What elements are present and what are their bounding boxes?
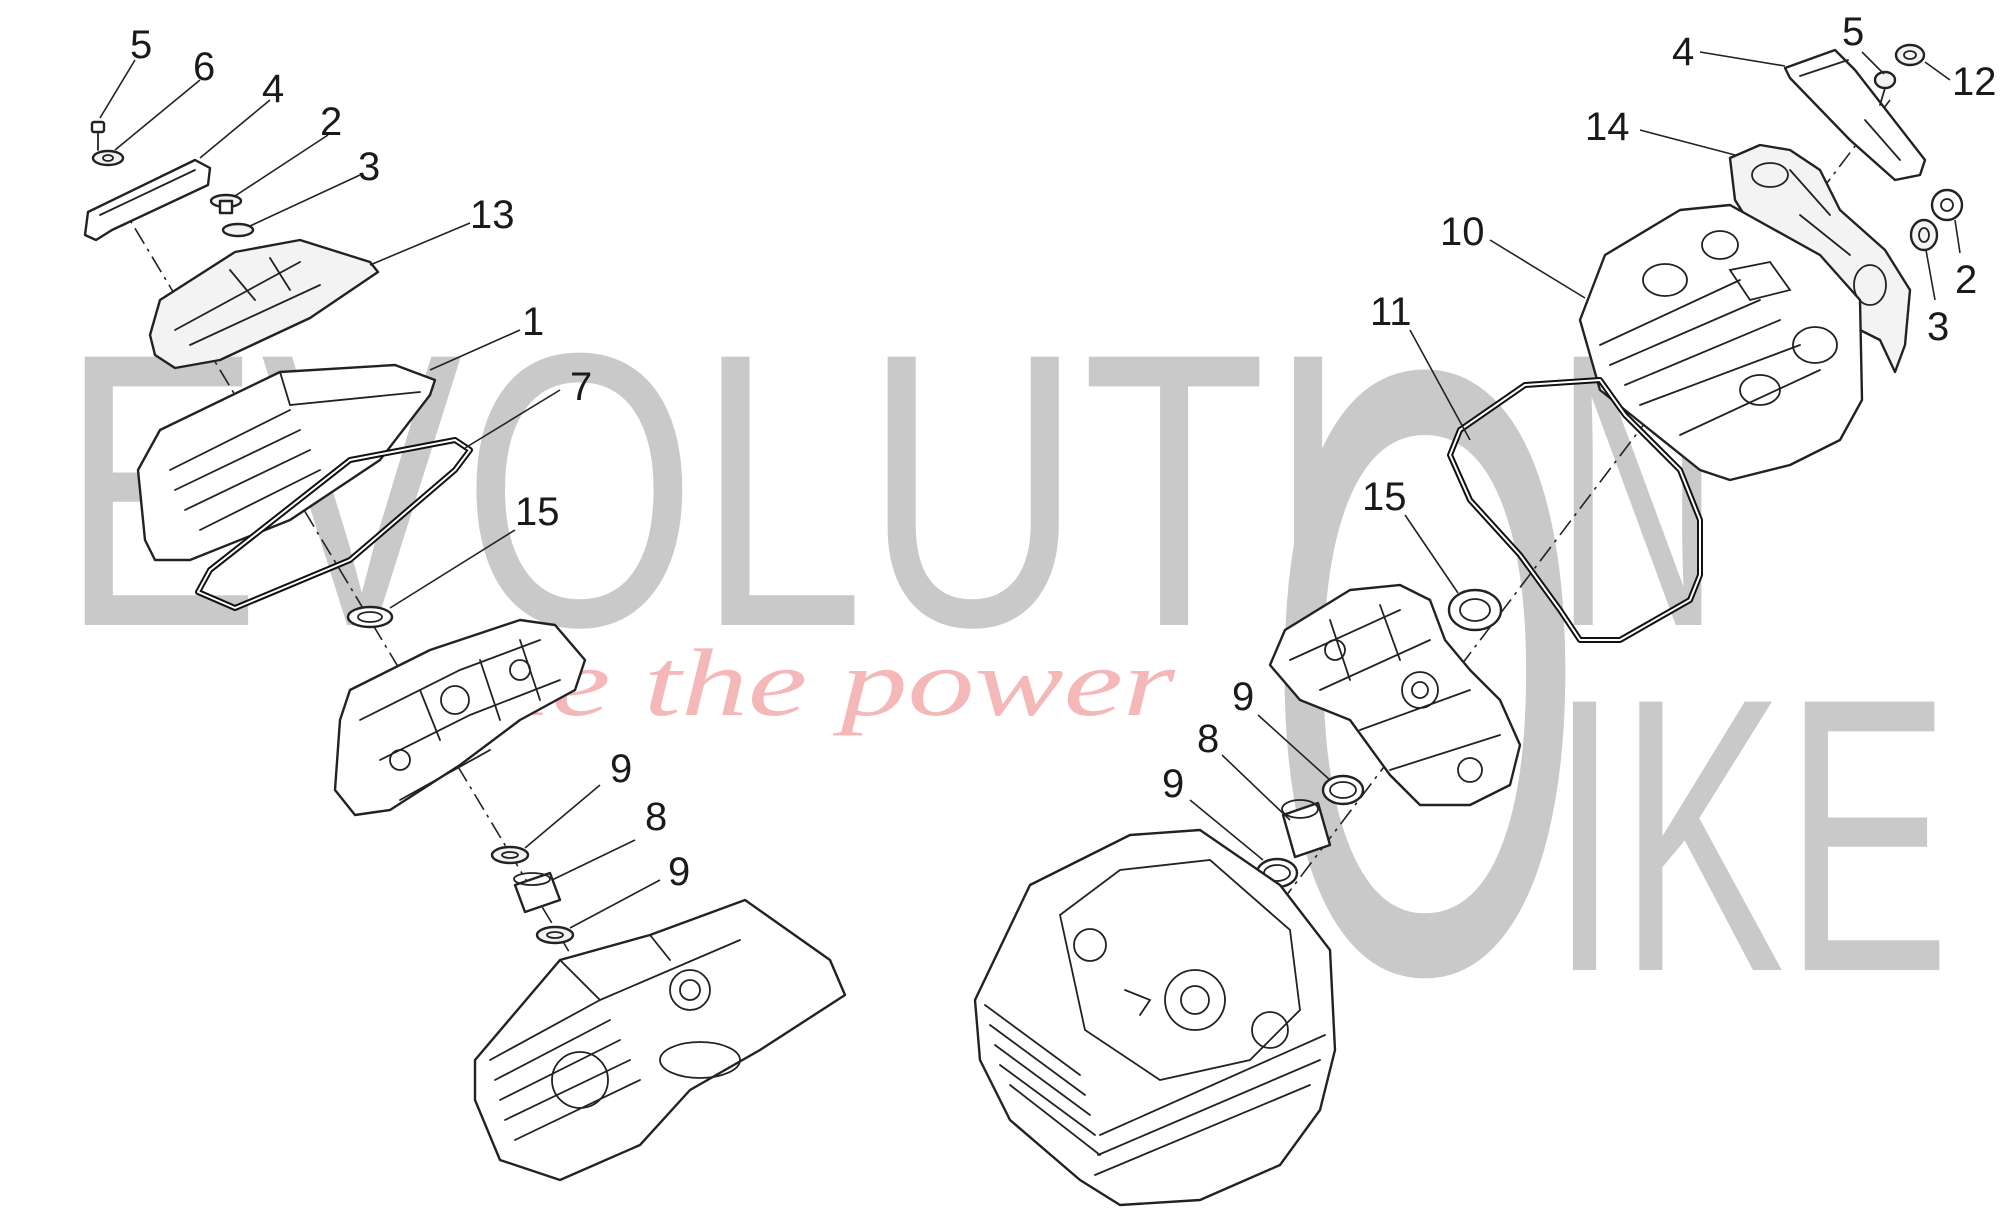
callout-right-4: 4 (1672, 30, 1694, 74)
right-o-ring (1909, 218, 1939, 252)
callout-right-10: 10 (1440, 210, 1485, 254)
callout-right-14: 14 (1585, 105, 1630, 149)
left-o-ring (221, 222, 255, 238)
callout-right-15: 15 (1362, 475, 1407, 519)
right-cylinder-head (973, 828, 1337, 1207)
right-plug (1930, 188, 1964, 222)
callout-left-9-upper: 9 (610, 747, 632, 791)
leader-lines (99, 51, 1961, 929)
right-assembly (973, 43, 1964, 1207)
right-valve-cover (1578, 203, 1864, 482)
callout-left-13: 13 (470, 193, 515, 237)
callout-left-5: 5 (130, 23, 152, 67)
callout-left-15: 15 (515, 490, 560, 534)
left-gasket (195, 437, 473, 611)
right-ring-upper (1321, 774, 1365, 806)
left-cylinder-head (473, 898, 847, 1182)
left-ring-upper (490, 845, 530, 865)
callout-left-7: 7 (570, 365, 592, 409)
callout-left-6: 6 (193, 45, 215, 89)
right-cap (1894, 43, 1926, 67)
right-seal (1447, 588, 1503, 632)
left-ring-lower (535, 925, 575, 945)
left-plug (209, 193, 243, 215)
left-small-cover (83, 158, 212, 242)
callout-right-12: 12 (1952, 60, 1997, 104)
right-bolt (1873, 70, 1897, 106)
left-valve-cover (136, 363, 437, 562)
callout-left-3: 3 (358, 145, 380, 189)
left-seal (346, 605, 394, 629)
left-assembly (83, 120, 847, 1182)
right-rocker-support (1268, 583, 1522, 807)
callout-right-2: 2 (1955, 258, 1977, 302)
callout-left-9-lower: 9 (668, 850, 690, 894)
callout-left-4: 4 (262, 67, 284, 111)
watermark-word-bottom: IKE (1550, 617, 1950, 1053)
left-bushing (513, 871, 562, 914)
callout-left-1: 1 (522, 300, 544, 344)
callout-right-9-lower: 9 (1162, 762, 1184, 806)
right-bushing (1281, 799, 1332, 859)
left-rocker-support (333, 618, 587, 817)
callout-left-8: 8 (645, 795, 667, 839)
callout-right-3: 3 (1927, 305, 1949, 349)
left-upper-cover (148, 238, 380, 370)
callout-right-9-upper: 9 (1232, 675, 1254, 719)
left-bolt (90, 120, 106, 151)
callout-right-11: 11 (1370, 290, 1412, 334)
callouts-left: 5 6 4 2 3 13 1 7 15 9 8 9 (130, 23, 690, 894)
callout-right-8: 8 (1197, 717, 1219, 761)
callout-right-5: 5 (1842, 10, 1864, 54)
right-gasket (1447, 377, 1703, 643)
left-washer (91, 149, 125, 167)
callouts-right: 4 5 12 14 10 2 3 11 15 9 8 9 (1162, 10, 1997, 806)
callout-left-2: 2 (320, 100, 342, 144)
